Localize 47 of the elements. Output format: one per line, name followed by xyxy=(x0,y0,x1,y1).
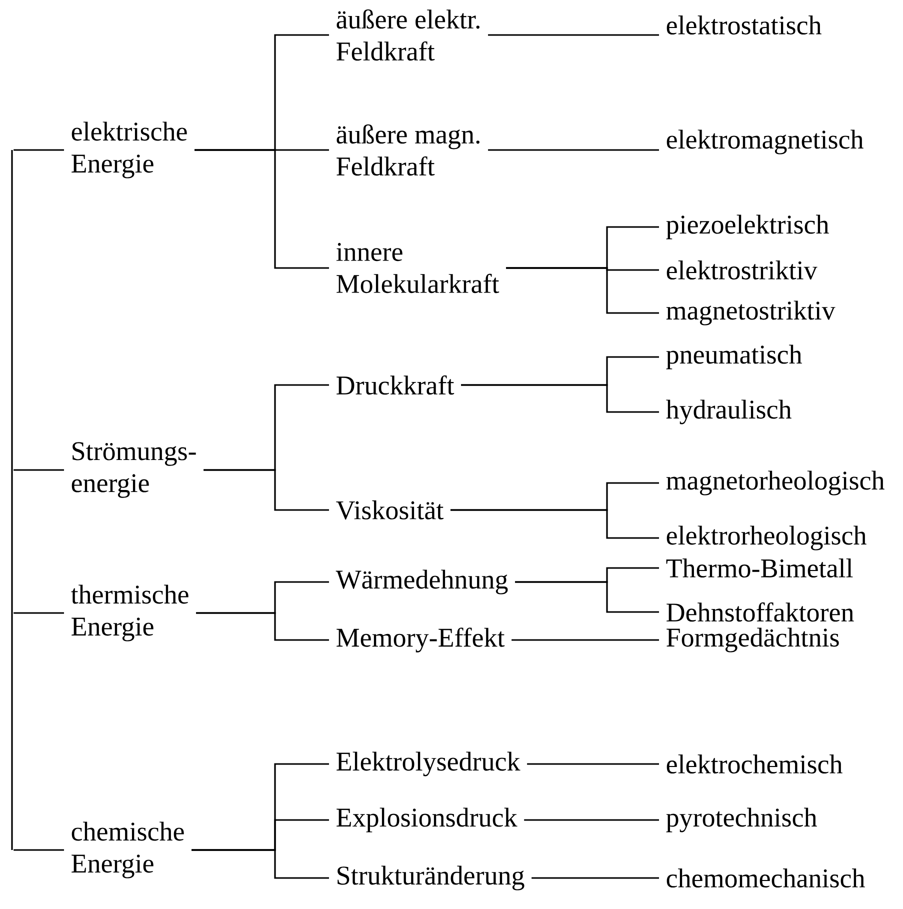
term-label: Dehnstoffaktoren xyxy=(666,602,854,622)
connector-line xyxy=(515,581,659,613)
term-label: piezoelektrisch xyxy=(666,214,829,240)
term-label: elektrorheologisch xyxy=(666,526,866,550)
connector-line xyxy=(14,149,64,151)
term-label: äußere magn. Feldkraft xyxy=(336,124,480,176)
connector-line xyxy=(14,849,64,851)
term-label: thermische Energie xyxy=(71,584,188,642)
term-label: elektrische Energie xyxy=(72,122,187,178)
term-label: elektromagnetisch xyxy=(666,130,864,154)
connector-line xyxy=(488,149,659,151)
term-label: Druckkraft xyxy=(336,375,454,395)
connector-line xyxy=(450,509,659,539)
term-label: Memory-Effekt xyxy=(336,628,505,652)
term-label: hydraulisch xyxy=(666,400,792,424)
term-label: elektrochemisch xyxy=(666,754,842,774)
connector-line xyxy=(461,384,659,413)
term-label: elektrostatisch xyxy=(666,16,822,34)
term-label: Strömungs- energie xyxy=(72,442,196,498)
term-label: pyrotechnisch xyxy=(666,808,817,832)
term-label: Thermo-Bimetall xyxy=(666,558,853,578)
connector-line xyxy=(506,267,659,314)
connector-line xyxy=(14,469,64,471)
term-label: chemische Energie xyxy=(72,822,184,878)
connector-line xyxy=(512,639,659,641)
term-label: äußere elektr. Feldkraft xyxy=(336,9,480,61)
connector-line xyxy=(532,877,659,879)
connector-line xyxy=(527,763,659,765)
connector-line xyxy=(194,149,329,269)
term-label: chemomechanisch xyxy=(666,868,865,888)
term-label: Formgedächtnis xyxy=(666,628,839,652)
connector-line xyxy=(14,612,64,614)
connector-line xyxy=(204,469,329,511)
connector-line xyxy=(488,34,659,36)
term-label: Elektrolysedruck xyxy=(336,752,520,776)
term-label: Wärmedehnung xyxy=(336,570,508,594)
term-label: Viskosität xyxy=(336,500,444,520)
term-label: magnetorheologisch xyxy=(666,470,884,496)
term-label: Strukturänderung xyxy=(338,866,524,890)
term-label: elektrostriktiv xyxy=(666,260,818,280)
connector-line xyxy=(192,849,329,879)
term-label: Explosionsdruck xyxy=(336,808,518,832)
term-label: magnetostriktiv xyxy=(666,300,836,326)
connector-line xyxy=(196,612,329,641)
term-label: innere Molekularkraft xyxy=(336,242,500,294)
term-label: pneumatisch xyxy=(666,344,802,370)
connector-line xyxy=(524,819,659,821)
